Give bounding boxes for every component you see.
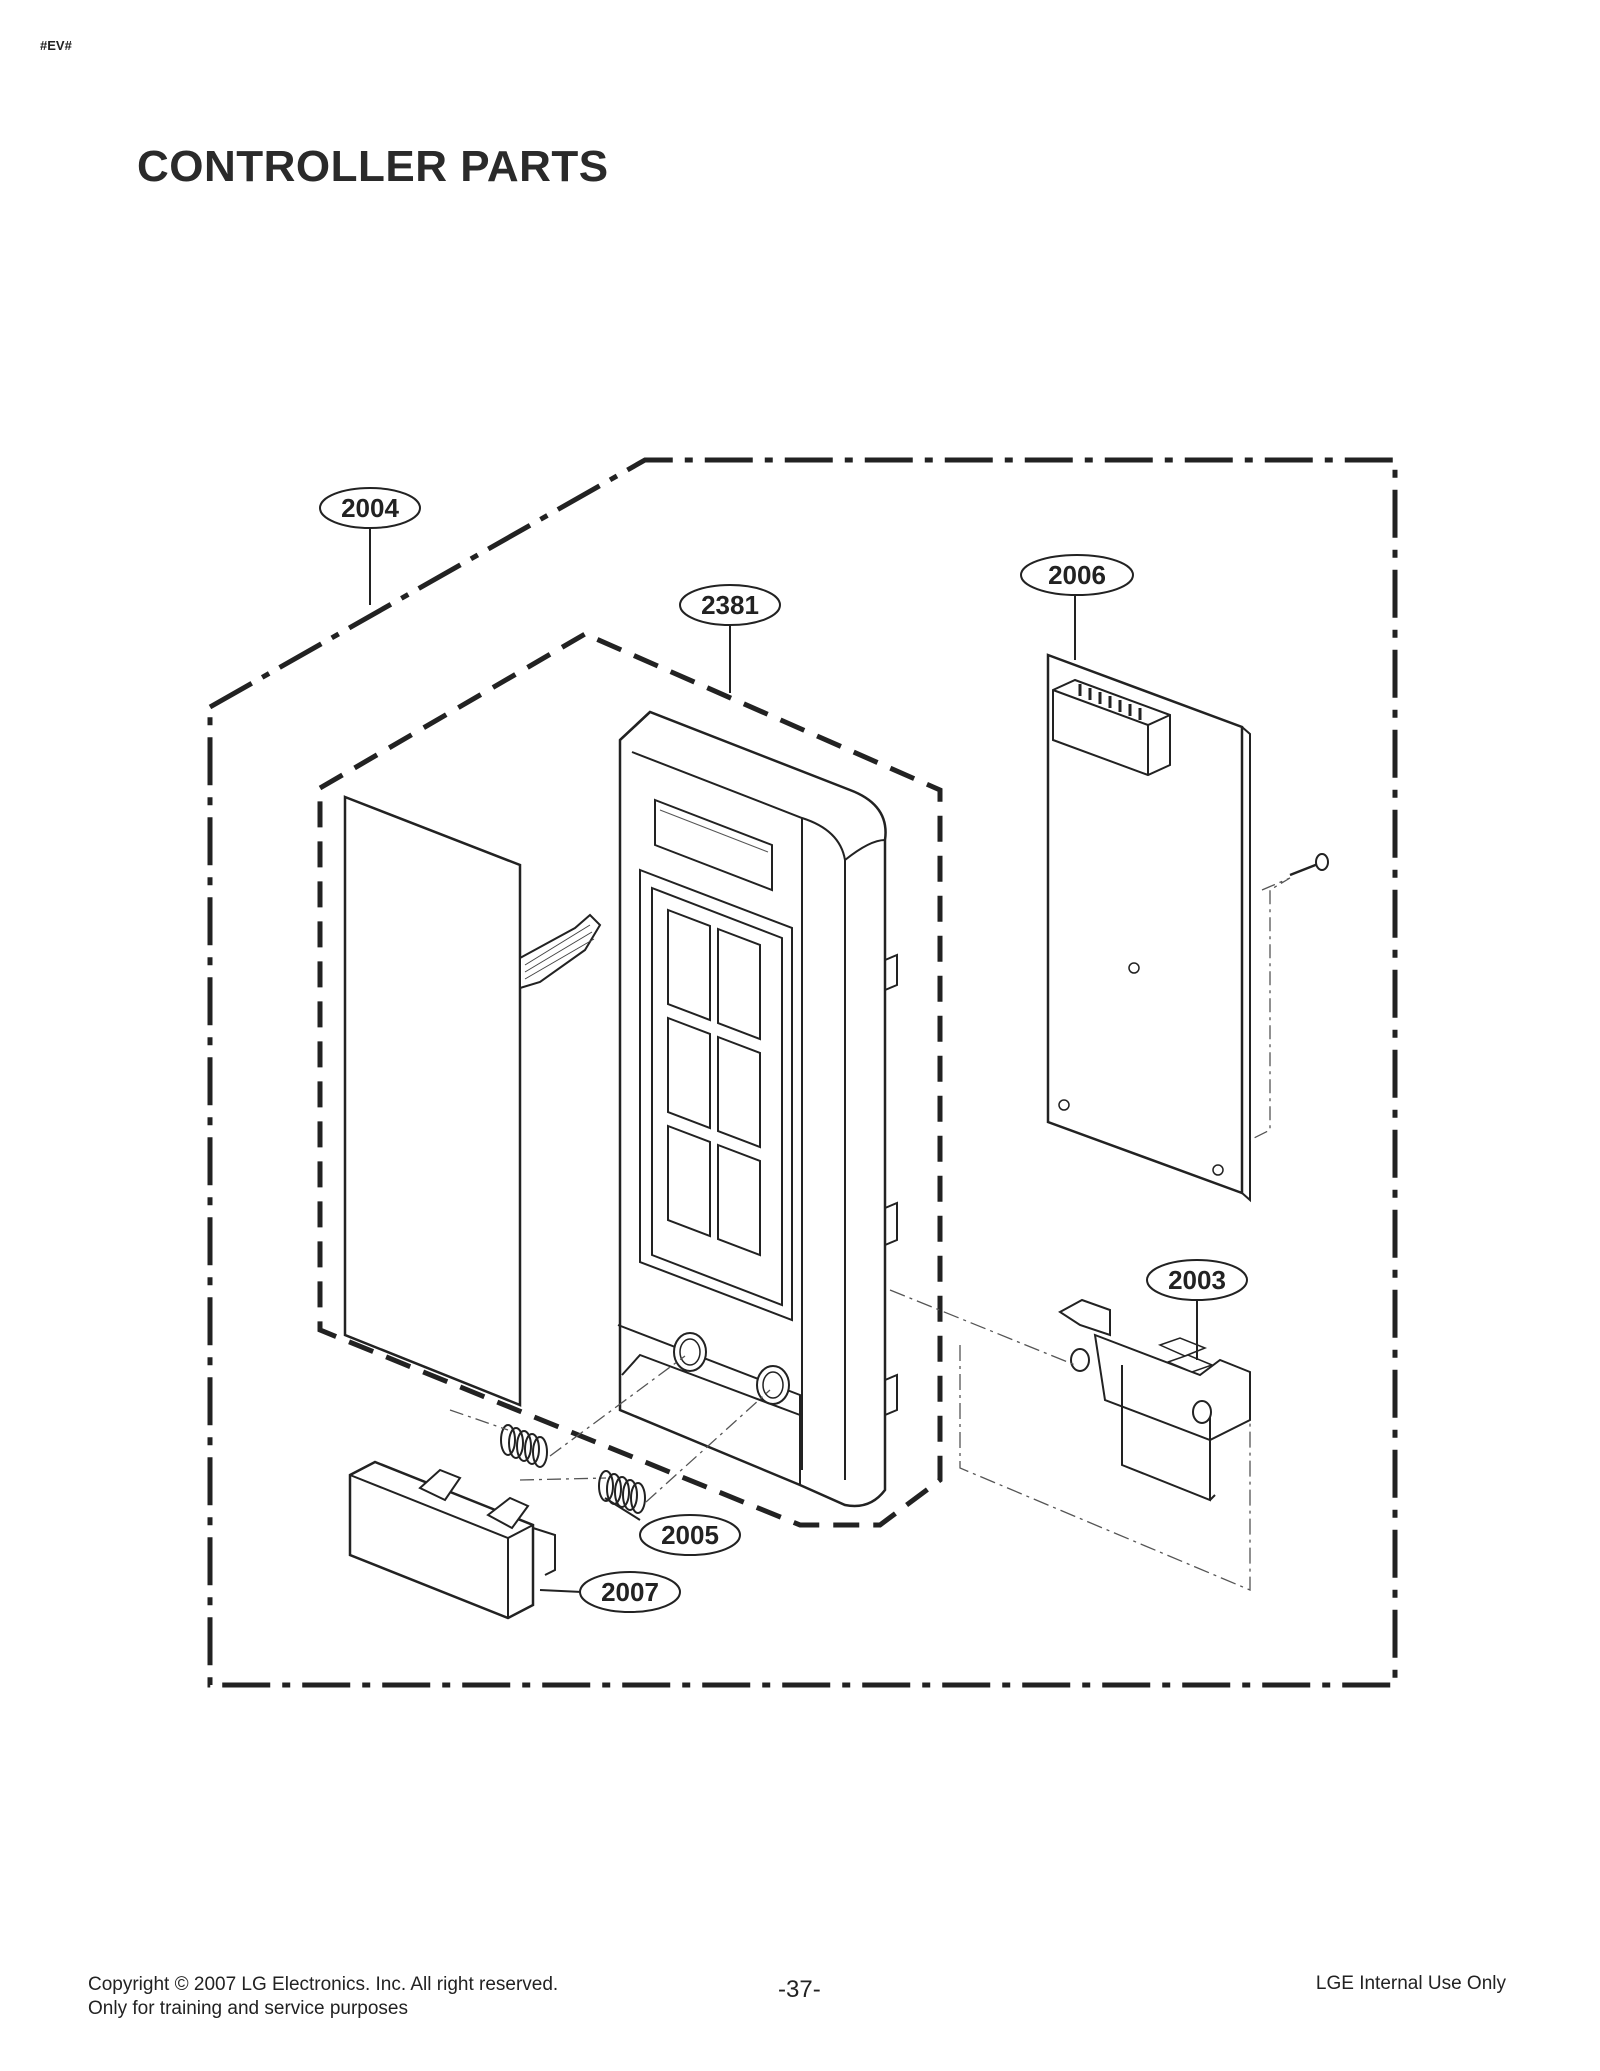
callout-2381: 2381 xyxy=(679,584,781,626)
control-frame-2381 xyxy=(617,710,898,1508)
document-tag: #EV# xyxy=(40,38,72,53)
outer-assembly-boundary xyxy=(207,457,1398,1688)
page-title: CONTROLLER PARTS xyxy=(137,142,609,191)
callout-leaders xyxy=(369,524,1198,1593)
lever-guide-line xyxy=(889,1289,1251,1591)
page-number: -37- xyxy=(778,1976,821,2003)
pcb-2006 xyxy=(1046,653,1251,1203)
svg-text:2005: 2005 xyxy=(661,1520,719,1550)
lever-2003 xyxy=(1058,1298,1251,1502)
spring-guide-lines xyxy=(449,1355,771,1503)
footer-copyright: Copyright © 2007 LG Electronics. Inc. Al… xyxy=(88,1973,558,2021)
callout-2004: 2004 xyxy=(319,487,421,529)
svg-text:2006: 2006 xyxy=(1048,560,1106,590)
callout-2003: 2003 xyxy=(1146,1259,1248,1301)
screw-guide-line xyxy=(1249,877,1291,1141)
svg-text:2003: 2003 xyxy=(1168,1265,1226,1295)
membrane-panel-2004 xyxy=(343,795,602,1407)
callout-2007: 2007 xyxy=(579,1571,681,1613)
svg-text:2004: 2004 xyxy=(341,493,399,523)
inner-frame-boundary xyxy=(317,631,943,1528)
callout-2006: 2006 xyxy=(1020,554,1134,596)
purpose-text: Only for training and service purposes xyxy=(88,1998,408,2019)
svg-text:2007: 2007 xyxy=(601,1577,659,1607)
callout-2005: 2005 xyxy=(639,1514,741,1556)
screw xyxy=(1289,853,1329,877)
svg-text:2381: 2381 xyxy=(701,590,759,620)
button-2007 xyxy=(348,1460,556,1620)
internal-use-note: LGE Internal Use Only xyxy=(1315,1973,1506,1994)
copyright-text: Copyright © 2007 LG Electronics. Inc. Al… xyxy=(88,1974,559,1995)
